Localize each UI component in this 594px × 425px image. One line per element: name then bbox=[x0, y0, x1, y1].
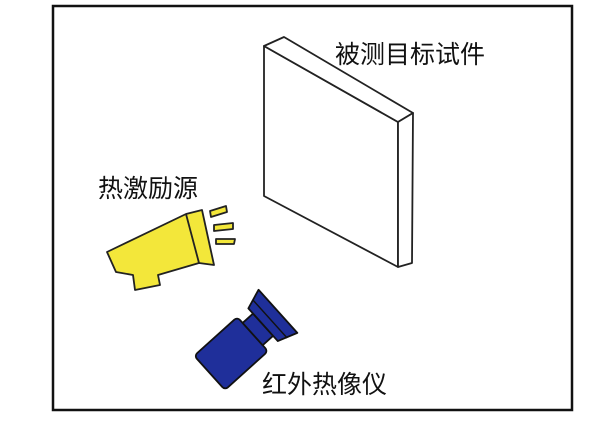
heat-source-label: 热激励源 bbox=[98, 174, 199, 203]
megaphone-mouth-line bbox=[185, 213, 200, 264]
target-specimen-label: 被测目标试件 bbox=[335, 40, 486, 69]
infrared-camera-icon bbox=[194, 288, 299, 390]
infrared-camera-label: 红外热像仪 bbox=[262, 370, 388, 399]
megaphone-body bbox=[106, 209, 215, 291]
specimen-side-face bbox=[397, 112, 414, 268]
camera-hood bbox=[247, 288, 299, 342]
radiating-line-middle bbox=[213, 222, 234, 232]
radiating-line-bottom bbox=[215, 238, 236, 245]
target-specimen bbox=[263, 36, 414, 268]
camera-hood-edge bbox=[252, 299, 288, 339]
radiating-line-top bbox=[209, 205, 228, 218]
heat-source-icon bbox=[106, 205, 236, 291]
